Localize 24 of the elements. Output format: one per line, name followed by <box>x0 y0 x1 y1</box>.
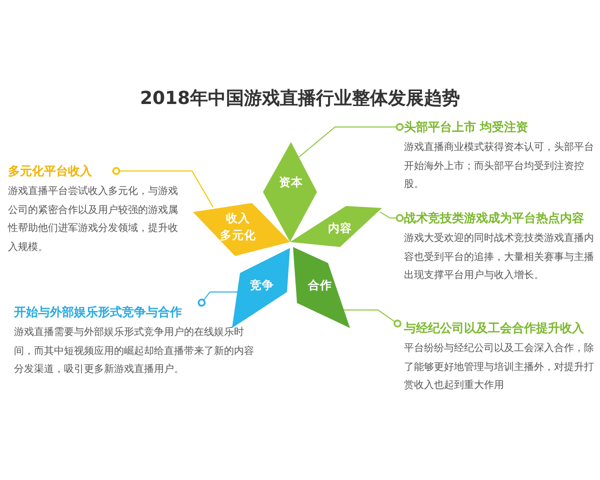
heading: 头部平台上市 均受注资 <box>404 119 530 136</box>
description: 游戏直播需要与外部娱乐形式竞争用户的在线娱乐时间，而其中短视频应用的崛起却给直播带来了新的内容分发渠道，吸引更多新游戏直播用户。 <box>14 326 255 377</box>
heading: 战术竞技类游戏成为平台热点内容 <box>404 210 585 227</box>
description: 平台纷纷与经纪公司以及工会深入合作，除了能够更好地管理与培训主播外，对提升打赏收入也起到重大作用 <box>404 342 595 393</box>
description: 游戏直播平台尝试收入多元化，与游戏公司的紧密合作以及用户较强的游戏属性帮助他们进军游戏分发领域，提升收入规模。 <box>8 184 179 254</box>
petal-label: 内容 <box>327 220 353 237</box>
petal-shape <box>193 203 290 256</box>
petal-shape <box>293 247 350 328</box>
petal-label: 收入多元化 <box>219 210 257 244</box>
petal-shape <box>232 248 290 328</box>
leader-line <box>380 212 404 222</box>
petal-label: 资本 <box>278 174 304 191</box>
leader-line <box>298 123 404 158</box>
description: 游戏直播商业模式获得资本认可，头部平台开始海外上市；而头部平台均受到注资控股。 <box>404 140 595 192</box>
description: 游戏大受欢迎的同时战术竞技类游戏直播内容也受到平台的追捧，大量相关赛事与主播出现支撑平台用户与收入增长。 <box>404 232 595 283</box>
petal-label: 合作 <box>307 277 333 294</box>
title: 2018年中国游戏直播行业整体发展趋势 <box>138 87 462 110</box>
petal-label: 竞争 <box>249 277 275 294</box>
heading: 多元化平台收入 <box>8 163 93 180</box>
heading: 与经纪公司以及工会合作提升收入 <box>404 320 585 337</box>
leader-line <box>112 167 214 208</box>
heading: 开始与外部娱乐形式竞争与合作 <box>14 304 183 321</box>
petal-shape <box>263 142 317 242</box>
petal-shape <box>290 206 382 247</box>
